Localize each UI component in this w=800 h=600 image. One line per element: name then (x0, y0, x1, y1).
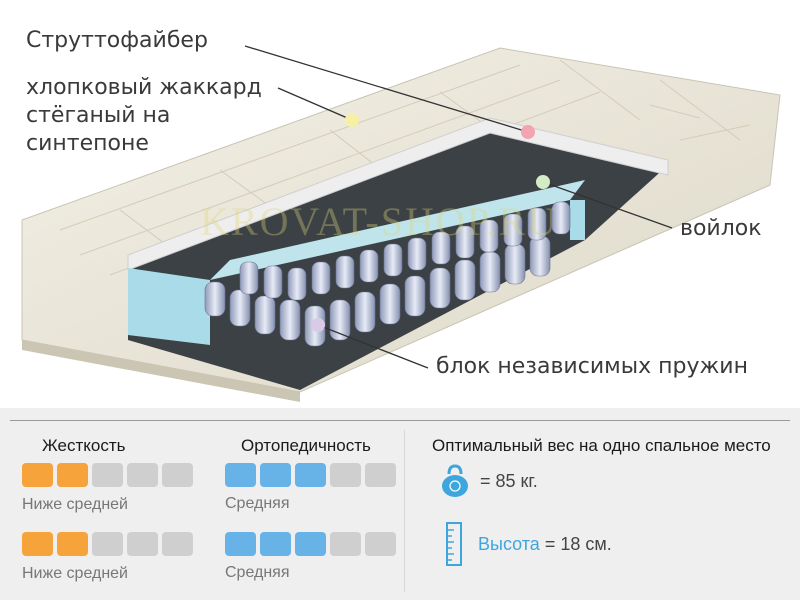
label-felt: войлок (680, 216, 762, 241)
hardness-level-2: Ниже средней (22, 565, 128, 582)
orthopedic-segment (295, 532, 326, 556)
hardness-title: Жесткость (42, 436, 126, 455)
orthopedic-scale (225, 463, 396, 487)
orthopedic-segment (260, 532, 291, 556)
felt-layer-left (128, 268, 210, 345)
column-divider (404, 430, 405, 592)
hardness-segment (22, 532, 53, 556)
hardness-scale (22, 463, 193, 487)
hardness-level: Ниже средней (22, 496, 128, 513)
weight-title: Оптимальный вес на одно спальное место (432, 436, 771, 455)
watermark: KROVAT-SHOP.RU (200, 199, 559, 244)
specs-divider (10, 420, 790, 421)
struttofiber-marker (521, 125, 535, 139)
mattress-side (22, 340, 300, 402)
orthopedic-segment (365, 532, 396, 556)
specs-panel: Жесткость Ортопедичность Оптимальный вес… (0, 408, 800, 600)
orthopedic-segment (295, 463, 326, 487)
orthopedic-segment (365, 463, 396, 487)
height-row: Высота = 18 см. (446, 522, 612, 566)
hardness-segment (22, 463, 53, 487)
felt-layer-right (570, 200, 585, 240)
orthopedic-segment (225, 532, 256, 556)
hardness-segment (92, 532, 123, 556)
springs-marker (311, 318, 325, 332)
felt-marker (536, 175, 550, 189)
height-value: = 18 см. (544, 533, 612, 554)
orthopedic-title: Ортопедичность (241, 436, 371, 455)
orthopedic-segment (330, 532, 361, 556)
ruler-icon (446, 522, 462, 566)
label-cover: хлопковый жаккард стёганый на синтепоне (26, 75, 262, 156)
hardness-scale-2 (22, 532, 193, 556)
hardness-segment (127, 463, 158, 487)
orthopedic-level-2: Средняя (225, 564, 290, 581)
hardness-segment (57, 532, 88, 556)
hardness-segment (92, 463, 123, 487)
orthopedic-segment (225, 463, 256, 487)
kettlebell-icon (442, 464, 468, 497)
felt-layer-top (210, 180, 585, 280)
spring-block (204, 201, 571, 347)
cover-marker (345, 113, 359, 127)
orthopedic-scale-2 (225, 532, 396, 556)
label-struttofiber: Струттофайбер (26, 28, 208, 53)
weight-value: = 85 кг. (480, 470, 538, 491)
mattress-illustration: KROVAT-SHOP.RU Струттофайбер хлопковый ж… (21, 28, 781, 402)
orthopedic-segment (260, 463, 291, 487)
orthopedic-level: Средняя (225, 495, 290, 512)
hardness-segment (162, 532, 193, 556)
mattress-diagram (21, 45, 781, 402)
hardness-segment (127, 532, 158, 556)
hardness-segment (162, 463, 193, 487)
orthopedic-segment (330, 463, 361, 487)
height-label: Высота (478, 533, 540, 554)
weight-row: = 85 кг. (440, 464, 538, 498)
label-springs: блок независимых пружин (436, 354, 748, 379)
hardness-segment (57, 463, 88, 487)
